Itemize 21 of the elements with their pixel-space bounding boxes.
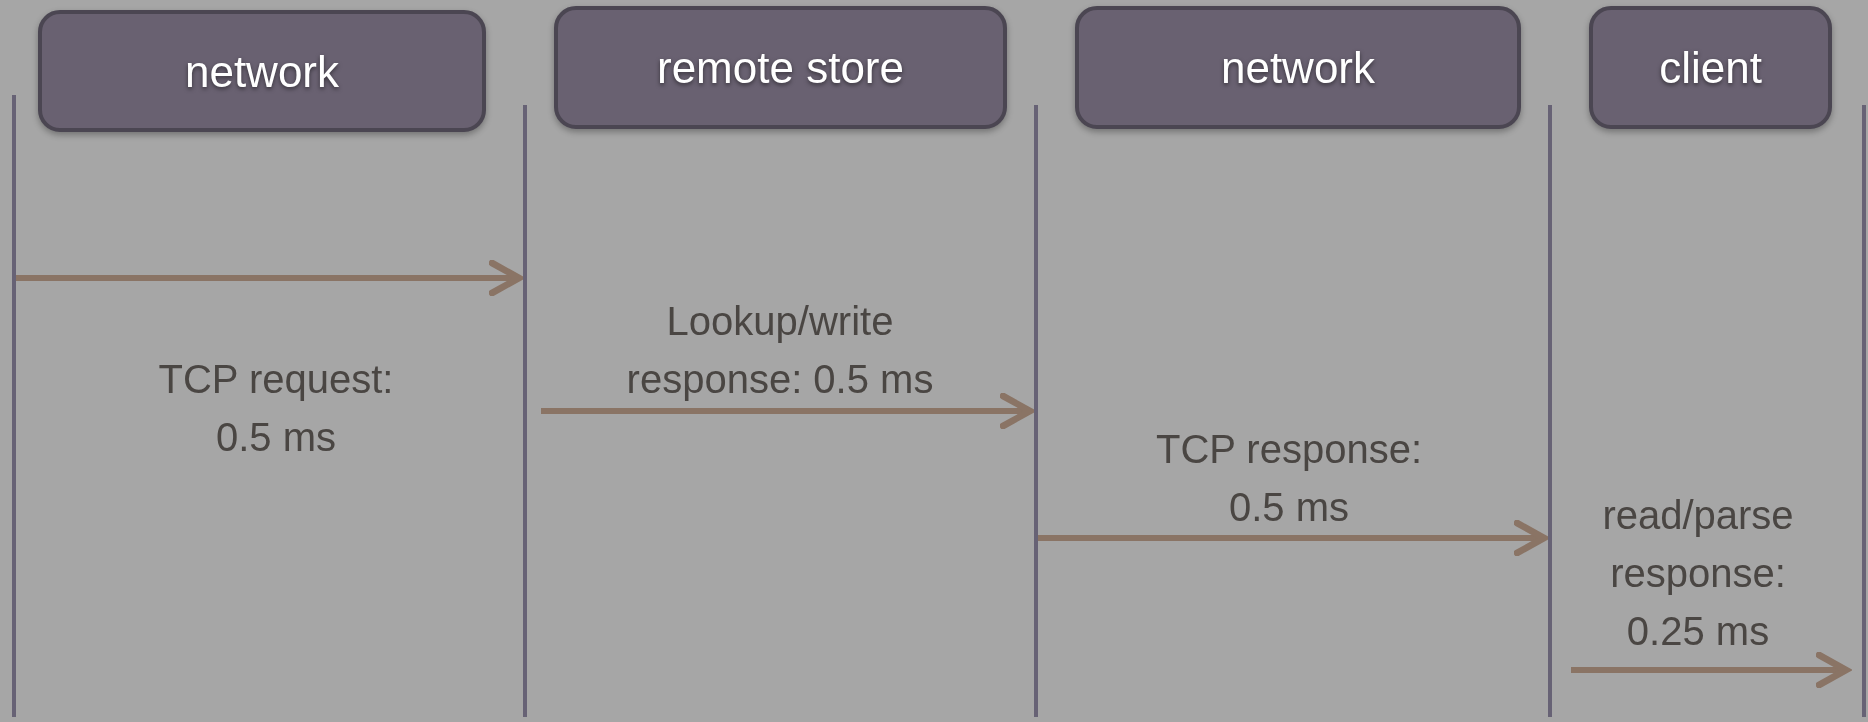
lifeline xyxy=(1862,105,1866,717)
participant-box xyxy=(38,10,486,132)
edge-label: TCP response: 0.5 ms xyxy=(1154,426,1424,531)
edge-label: Lookup/write response: 0.5 ms xyxy=(625,298,935,403)
arrow xyxy=(1571,651,1850,689)
edge-label: read/parse response: 0.25 ms xyxy=(1601,492,1795,655)
participant-box xyxy=(1075,6,1521,129)
participant-label: remote store xyxy=(657,42,904,94)
participant-box xyxy=(1589,6,1832,129)
arrow xyxy=(1038,519,1548,557)
lifeline xyxy=(12,95,16,717)
arrow xyxy=(541,392,1034,430)
participant-label: network xyxy=(184,45,340,98)
edge-label: TCP request: 0.5 ms xyxy=(157,356,395,461)
arrow xyxy=(16,259,523,297)
participant-label: network xyxy=(1220,42,1376,94)
participant-label: client xyxy=(1659,42,1762,94)
participant-box xyxy=(554,6,1007,129)
lifeline xyxy=(1548,105,1552,717)
lifeline xyxy=(523,105,527,717)
lifeline xyxy=(1034,105,1038,717)
